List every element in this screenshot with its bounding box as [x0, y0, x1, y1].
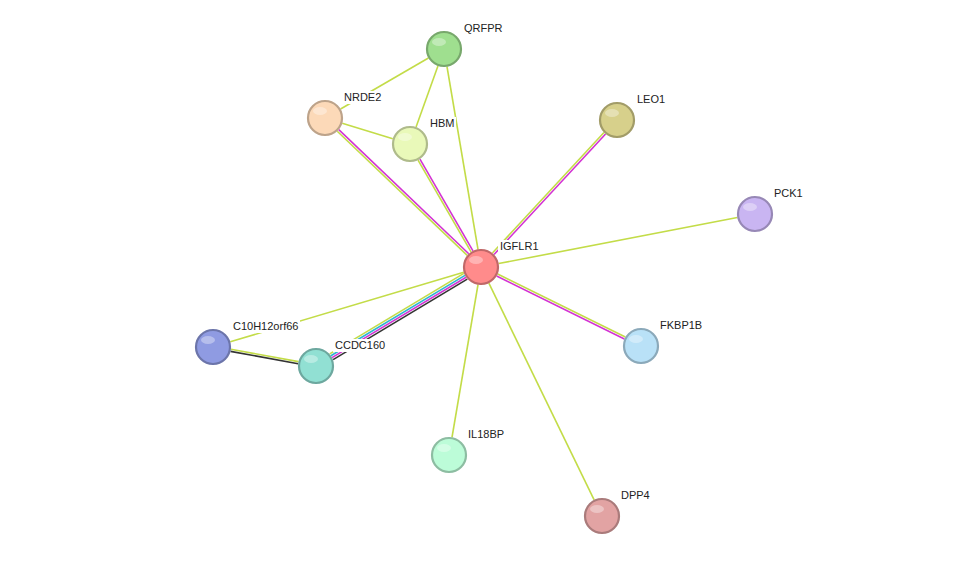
- evidence-line: [333, 279, 467, 359]
- node-highlight: [398, 133, 412, 141]
- interaction-edge: [231, 349, 299, 364]
- evidence-line: [498, 274, 626, 337]
- interaction-edge: [341, 58, 429, 109]
- evidence-line: [332, 277, 466, 357]
- node-fill: [585, 499, 619, 533]
- protein-node: IL18BP: [430, 436, 468, 474]
- node-label: CCDC160: [333, 339, 387, 352]
- node-highlight: [469, 256, 483, 264]
- protein-node: QRFPR: [425, 30, 463, 68]
- interaction-edge: [499, 217, 738, 263]
- node-label: LEO1: [635, 93, 667, 106]
- node-circle: [306, 99, 344, 137]
- node-fill: [196, 330, 230, 364]
- node-label: PCK1: [772, 187, 805, 200]
- node-highlight: [590, 505, 604, 513]
- node-label: IGFLR1: [498, 240, 541, 253]
- node-circle: [194, 328, 232, 366]
- node-circle: [430, 436, 468, 474]
- node-circle: [736, 195, 774, 233]
- evidence-line: [499, 217, 738, 263]
- node-fill: [738, 197, 772, 231]
- evidence-line: [330, 273, 464, 353]
- node-highlight: [629, 335, 643, 343]
- node-label: FKBP1B: [658, 319, 704, 332]
- interaction-edge: [497, 274, 626, 339]
- node-circle: [297, 347, 335, 385]
- node-fill: [308, 101, 342, 135]
- evidence-line: [231, 351, 299, 363]
- node-fill: [432, 438, 466, 472]
- node-highlight: [605, 109, 619, 117]
- protein-node: PCK1: [736, 195, 774, 233]
- protein-node: FKBP1B: [622, 327, 660, 365]
- protein-node: HBM: [391, 125, 429, 163]
- evidence-line: [420, 159, 473, 251]
- node-highlight: [743, 203, 757, 211]
- node-fill: [427, 32, 461, 66]
- node-circle: [598, 101, 636, 139]
- node-fill: [624, 329, 658, 363]
- evidence-line: [341, 58, 429, 109]
- node-label: C10H12orf66: [231, 320, 300, 333]
- protein-node: IGFLR1: [462, 248, 500, 286]
- protein-node: LEO1: [598, 101, 636, 139]
- interaction-edge: [230, 272, 464, 342]
- node-label: HBM: [428, 117, 456, 130]
- evidence-line: [231, 349, 299, 361]
- node-highlight: [437, 444, 451, 452]
- node-circle: [583, 497, 621, 535]
- evidence-line: [418, 160, 471, 252]
- node-highlight: [313, 107, 327, 115]
- node-highlight: [201, 336, 215, 344]
- node-highlight: [304, 355, 318, 363]
- evidence-line: [494, 134, 606, 255]
- evidence-line: [342, 123, 393, 138]
- interaction-edge: [342, 123, 393, 138]
- node-fill: [464, 250, 498, 284]
- node-circle: [391, 125, 429, 163]
- protein-node: DPP4: [583, 497, 621, 535]
- node-label: NRDE2: [342, 91, 383, 104]
- interaction-edge: [418, 159, 473, 252]
- node-label: DPP4: [619, 489, 652, 502]
- interaction-edge: [492, 132, 605, 254]
- node-fill: [393, 127, 427, 161]
- protein-node: CCDC160: [297, 347, 335, 385]
- protein-node: NRDE2: [306, 99, 344, 137]
- evidence-line: [447, 67, 478, 250]
- evidence-line: [497, 276, 625, 339]
- node-label: QRFPR: [462, 22, 505, 35]
- evidence-line: [452, 285, 478, 438]
- node-label: IL18BP: [466, 428, 506, 441]
- node-circle: [462, 248, 500, 286]
- protein-node: C10H12orf66: [194, 328, 232, 366]
- interaction-edge: [452, 285, 478, 438]
- interaction-edge: [489, 283, 594, 500]
- node-fill: [299, 349, 333, 383]
- interaction-edge: [330, 273, 468, 359]
- evidence-line: [489, 283, 594, 500]
- node-fill: [600, 103, 634, 137]
- evidence-line: [331, 275, 465, 355]
- node-circle: [622, 327, 660, 365]
- node-highlight: [432, 38, 446, 46]
- evidence-line: [230, 272, 464, 342]
- node-circle: [425, 30, 463, 68]
- evidence-line: [492, 132, 604, 253]
- interaction-edge: [447, 67, 478, 250]
